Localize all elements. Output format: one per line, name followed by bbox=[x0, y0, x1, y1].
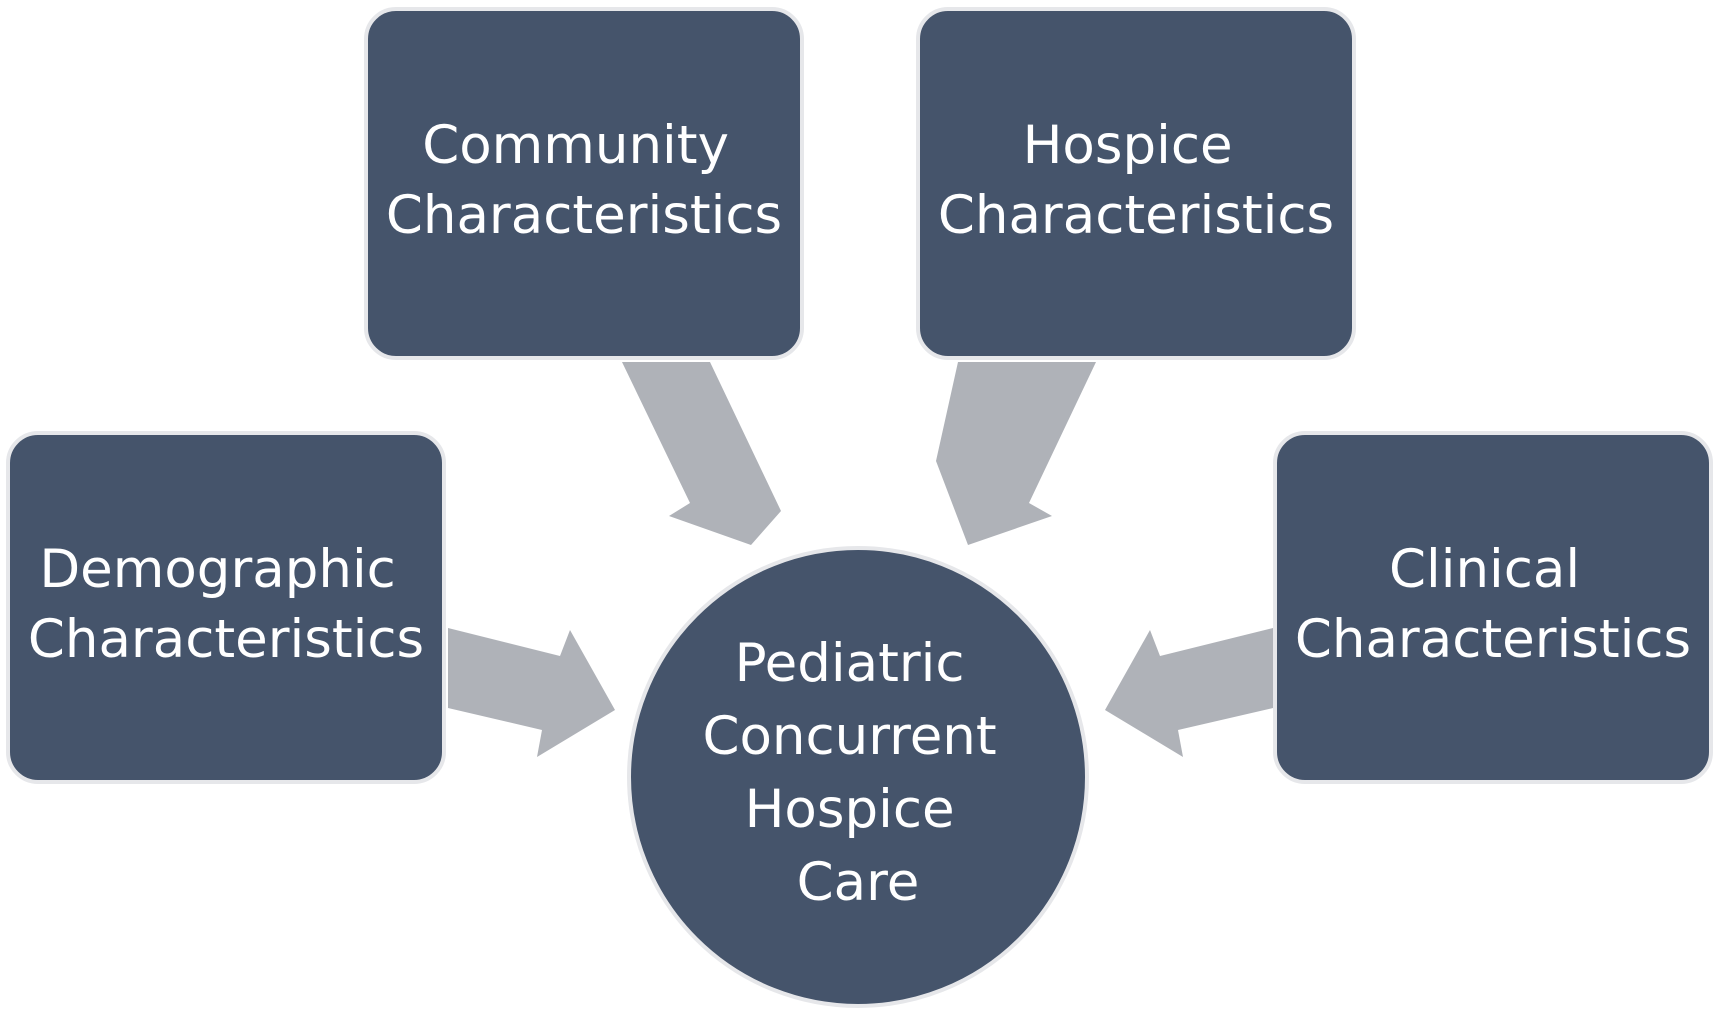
node-community: Community Characteristics bbox=[364, 7, 804, 360]
node-demographic: Demographic Characteristics bbox=[6, 431, 446, 784]
node-community-label: Community Characteristics bbox=[386, 115, 782, 246]
arrow-demographic-to-center bbox=[448, 628, 615, 757]
node-center: Pediatric Concurrent Hospice Care bbox=[627, 546, 1089, 1008]
arrow-clinical-to-center bbox=[1105, 628, 1273, 757]
arrow-hospice-to-center bbox=[936, 362, 1096, 545]
node-clinical-label: Clinical Characteristics bbox=[1295, 539, 1691, 670]
node-hospice: Hospice Characteristics bbox=[916, 7, 1356, 360]
node-hospice-label: Hospice Characteristics bbox=[938, 115, 1334, 246]
node-clinical: Clinical Characteristics bbox=[1273, 431, 1713, 784]
center-label: Pediatric Concurrent Hospice Care bbox=[702, 633, 1013, 913]
arrow-community-to-center bbox=[622, 362, 781, 545]
node-demographic-label: Demographic Characteristics bbox=[28, 539, 424, 670]
